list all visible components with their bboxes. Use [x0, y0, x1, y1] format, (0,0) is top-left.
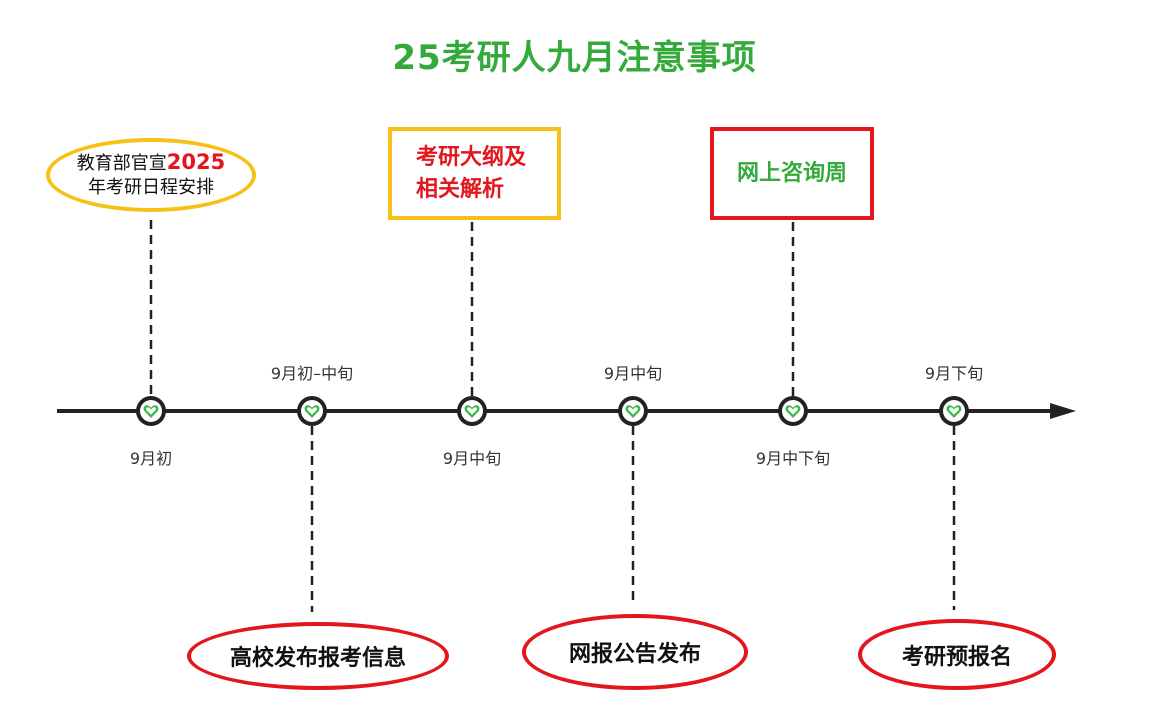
- event-school-info: 高校发布报考信息: [187, 622, 449, 690]
- timeline-node: [457, 396, 487, 426]
- event-consult-label: 网上咨询周: [736, 160, 847, 186]
- event-registration-notice: 网报公告发布: [522, 614, 748, 690]
- timeline-node: [939, 396, 969, 426]
- event-ministry-year: 2025: [166, 150, 226, 174]
- event-syllabus: 考研大纲及 相关解析: [388, 127, 561, 220]
- event-ministry-schedule: 教育部官宣2025 年考研日程安排: [46, 138, 256, 212]
- event-ministry-text: 教育部官宣: [76, 153, 167, 174]
- timeline-node: [618, 396, 648, 426]
- heart-icon: [143, 404, 159, 418]
- page-title: 25考研人九月注意事项: [392, 38, 757, 78]
- event-pre-registration: 考研预报名: [858, 619, 1056, 690]
- heart-icon: [625, 404, 641, 418]
- date-label-below: 9月中下旬: [755, 449, 831, 468]
- timeline-node: [136, 396, 166, 426]
- event-syllabus-line2: 相关解析: [416, 176, 505, 202]
- timeline-node: [297, 396, 327, 426]
- heart-icon: [464, 404, 480, 418]
- arrow-right-icon: [1050, 403, 1076, 419]
- event-consult-week: 网上咨询周: [710, 127, 874, 220]
- date-label-above: 9月中旬: [603, 364, 663, 383]
- timeline-node: [778, 396, 808, 426]
- date-label-below: 9月初: [129, 449, 173, 468]
- heart-icon: [785, 404, 801, 418]
- date-label-above: 9月初–中旬: [270, 364, 354, 383]
- heart-icon: [304, 404, 320, 418]
- event-ministry-line2: 年考研日程安排: [88, 177, 214, 198]
- date-label-above: 9月下旬: [924, 364, 984, 383]
- event-syllabus-line1: 考研大纲及: [416, 144, 527, 170]
- heart-icon: [946, 404, 962, 418]
- date-label-below: 9月中旬: [442, 449, 502, 468]
- event-ministry-line1: 教育部官宣2025: [77, 150, 225, 176]
